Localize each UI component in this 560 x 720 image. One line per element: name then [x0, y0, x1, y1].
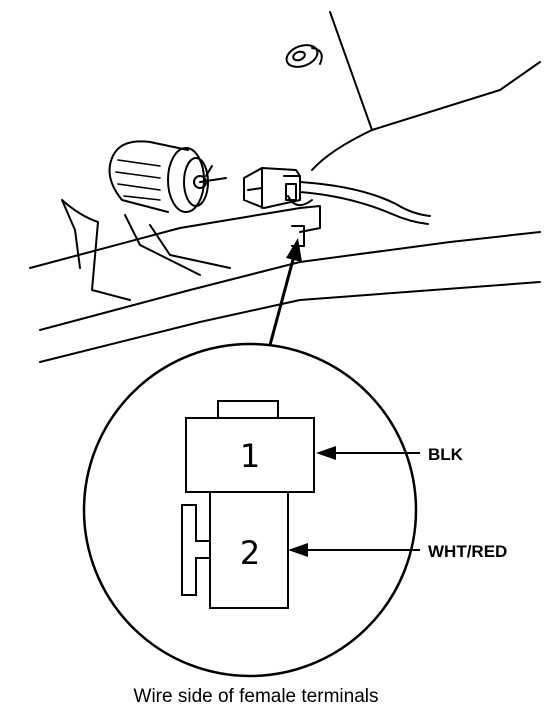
- side-key: [181, 504, 211, 596]
- frame-rail-upper: [29, 207, 301, 269]
- body-panel-edge: [371, 61, 541, 131]
- wire-harness: [299, 181, 431, 217]
- grommet-icon: [285, 44, 323, 68]
- terminal-1-cavity: [185, 417, 315, 493]
- connector-housing: [243, 167, 301, 209]
- magnified-view-circle: [82, 342, 418, 678]
- figure-caption: Wire side of female terminals: [134, 686, 379, 707]
- sensor-bracket: [61, 199, 131, 301]
- sensor-bracket-3: [149, 224, 231, 269]
- sensor-body: [108, 140, 227, 213]
- frame-rail-right: [299, 231, 541, 263]
- frame-rail-step: [299, 205, 321, 233]
- terminal-2-wire-color: WHT/RED: [428, 542, 507, 561]
- terminal-2-number: 2: [240, 534, 260, 572]
- terminal-1-number: 1: [240, 437, 260, 475]
- terminal-1-wire-color: BLK: [428, 445, 464, 464]
- terminal-2-cavity: [209, 491, 289, 609]
- body-panel-outline: [311, 11, 373, 171]
- locking-tab: [217, 400, 279, 420]
- frame-rail-lower: [39, 261, 301, 331]
- terminal-1-callout-arrow: [316, 446, 420, 460]
- terminal-2-callout-arrow: [288, 543, 420, 557]
- wire-harness-2: [299, 191, 429, 225]
- connector-face: [181, 400, 315, 609]
- component-illustration: [29, 11, 541, 363]
- sensor-bracket-2: [124, 214, 201, 276]
- frame-rail-bottom: [39, 281, 541, 363]
- magnify-leader-arrow: [268, 238, 302, 346]
- wire-harness-lead: [287, 195, 313, 207]
